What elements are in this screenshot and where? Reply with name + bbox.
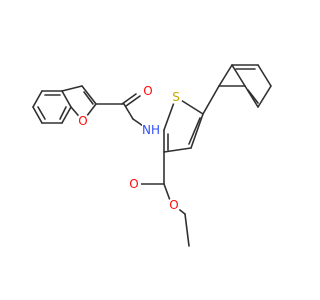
atom-ester-ether-oxygen: O [167, 198, 181, 212]
atom-thiophene-sulfur: S [169, 90, 183, 104]
ring-oxygen-label: O [78, 114, 87, 128]
amide-oxygen-label: O [143, 84, 152, 98]
thiophene-ring [163, 96, 204, 153]
amide-nh-label: NH [142, 123, 160, 137]
atom-ring-oxygen: O [76, 114, 90, 128]
atom-ester-carbonyl-oxygen: O [127, 177, 141, 191]
molecule-structure: O O NH S O O [32, 64, 272, 247]
atom-amide-oxygen: O [141, 84, 155, 98]
thiophene-sulfur-label: S [172, 90, 180, 104]
amide-linker [95, 93, 147, 129]
benzofuran-benzene-ring [32, 90, 72, 124]
atom-amide-nh: NH [142, 123, 160, 137]
ester-ether-oxygen-label: O [169, 198, 178, 212]
phenyl-ring [202, 64, 272, 115]
ethyl-ester-group [138, 151, 190, 247]
ester-carbonyl-oxygen-label: O [129, 177, 138, 191]
